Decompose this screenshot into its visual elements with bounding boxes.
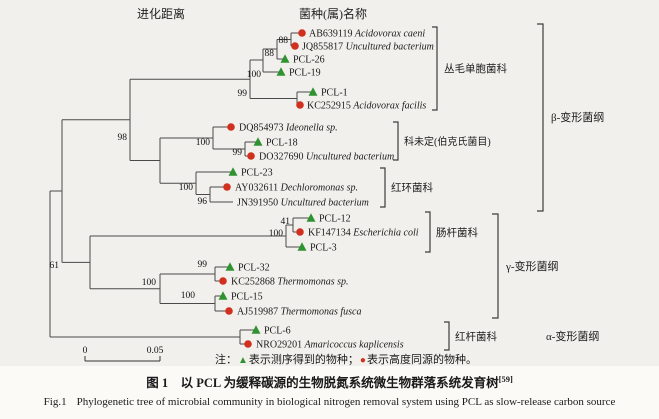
- leaf-label: PCL-26: [293, 55, 325, 66]
- leaf-marker-circle-icon: [223, 183, 231, 191]
- support-value: 88: [265, 49, 275, 59]
- leaf-marker-circle-icon: [219, 277, 227, 285]
- leaf-label: PCL-18: [266, 138, 298, 149]
- leaf-marker-triangle-icon: [276, 67, 286, 76]
- leaf-label: JN391950 Uncultured bacterium: [237, 198, 369, 209]
- family-label-rhodocyclaceae: 红环菌科: [391, 181, 433, 194]
- leaf-label: PCL-23: [241, 168, 273, 179]
- leaf-marker-triangle-icon: [297, 242, 307, 251]
- support-value: 100: [196, 138, 211, 148]
- support-value: 100: [142, 278, 157, 288]
- leaf-marker-triangle-icon: [225, 262, 235, 271]
- leaf-marker-triangle-icon: [251, 325, 261, 334]
- leaf-marker-triangle-icon: [218, 291, 228, 300]
- leaf-label: DQ854973 Ideonella sp.: [239, 123, 338, 134]
- caption-zh-reference: [59]: [498, 373, 513, 384]
- leaf-label: PCL-32: [238, 263, 270, 274]
- support-value: 100: [181, 291, 196, 301]
- circle-marker-icon: ●: [359, 355, 366, 366]
- support-value: 99: [238, 89, 248, 99]
- leaf-label: JQ855817 Uncultured bacterium: [302, 42, 434, 53]
- leaf-label: AB639119 Acidovorax caeni: [309, 29, 425, 40]
- leaf-marker-circle-icon: [225, 307, 233, 315]
- legend-circle-text: 表示高度同源的物种。: [366, 354, 477, 366]
- family-label-unclassified-burkholderiales: 科未定(伯克氏菌目): [404, 135, 491, 148]
- leaf-label: KC252915 Acidovorax facilis: [307, 101, 426, 112]
- leaf-label: PCL-1: [321, 88, 348, 99]
- caption-en-text: Phylogenetic tree of microbial community…: [76, 396, 616, 408]
- leaf-marker-circle-icon: [244, 340, 252, 348]
- figure-caption-chinese: 图 1 以 PCL 为缓释碳源的生物脱氮系统微生物群落系统发育树[59]: [0, 372, 659, 391]
- family-label-enterobacteriaceae: 肠杆菌科: [436, 226, 478, 239]
- scalebar-label-zero: 0: [83, 346, 88, 356]
- legend-triangle-text: 表示测序得到的物种；: [248, 354, 359, 366]
- group-bracket: [393, 121, 399, 161]
- tree-legend: 注：▲表示测序得到的物种；●表示高度同源的物种。: [215, 351, 477, 367]
- triangle-marker-icon: ▲: [238, 355, 248, 366]
- leaf-label: KF147134 Escherichia coli: [308, 228, 419, 239]
- support-value: 41: [281, 217, 291, 227]
- column-header-evolutionary-distance: 进化距离: [137, 7, 186, 21]
- support-value: 88: [279, 36, 289, 46]
- group-bracket: [425, 211, 431, 253]
- caption-area: 图 1 以 PCL 为缓释碳源的生物脱氮系统微生物群落系统发育树[59] Fig…: [0, 366, 659, 419]
- leaf-marker-circle-icon: [298, 29, 306, 37]
- leaf-marker-triangle-icon: [308, 87, 318, 96]
- leaf-marker-circle-icon: [227, 123, 235, 131]
- support-value: 99: [198, 260, 208, 270]
- column-header-species-name: 菌种(属)名称: [299, 7, 367, 21]
- support-value: 100: [247, 70, 262, 80]
- class-label-alphaproteobacteria: α-变形菌纲: [546, 329, 599, 343]
- leaf-label: PCL-12: [319, 214, 351, 225]
- support-value: 98: [118, 133, 128, 143]
- class-label-betaproteobacteria: β-变形菌纲: [551, 110, 604, 124]
- leaf-label: AJ519987 Thermomonas fusca: [237, 307, 361, 318]
- leaf-label: NRO29201 Amaricoccus kaplicensis: [256, 340, 404, 351]
- support-value: 61: [50, 261, 60, 271]
- caption-en-label: Fig.1: [43, 396, 67, 408]
- leaf-marker-triangle-icon: [253, 137, 263, 146]
- leaf-label: KC252868 Thermomonas sp.: [231, 277, 349, 288]
- family-label-comamonadaceae: 丛毛单胞菌科: [444, 62, 507, 75]
- leaf-marker-triangle-icon: [306, 213, 316, 222]
- group-bracket: [444, 321, 450, 351]
- leaf-marker-circle-icon: [296, 101, 304, 109]
- leaf-marker-triangle-icon: [228, 167, 238, 176]
- legend-note-label: 注：: [215, 354, 237, 366]
- figure-caption-english: Fig.1 Phylogenetic tree of microbial comm…: [0, 396, 659, 408]
- family-label-rhodobacteraceae: 红杆菌科: [455, 330, 497, 343]
- group-bracket: [492, 213, 499, 319]
- support-value: 99: [233, 148, 243, 158]
- leaf-label: PCL-15: [231, 292, 263, 303]
- leaf-label: AY032611 Dechloromonas sp.: [235, 183, 358, 194]
- leaf-marker-circle-icon: [296, 228, 304, 236]
- class-label-gammaproteobacteria: γ-变形菌纲: [505, 259, 559, 273]
- caption-zh-text: 图 1 以 PCL 为缓释碳源的生物脱氮系统微生物群落系统发育树: [146, 376, 499, 390]
- leaf-marker-circle-icon: [247, 152, 255, 160]
- leaf-label: PCL-19: [289, 68, 321, 79]
- support-value: 96: [198, 197, 208, 207]
- leaf-label: PCL-6: [264, 326, 291, 337]
- support-value: 100: [179, 183, 194, 193]
- leaf-label: PCL-3: [310, 243, 337, 254]
- leaf-label: DO327690 Uncultured bacterium: [259, 152, 394, 163]
- scalebar-label-max: 0.05: [147, 346, 164, 356]
- group-bracket: [537, 23, 544, 212]
- group-bracket: [432, 26, 438, 111]
- support-value: 100: [269, 229, 284, 239]
- leaf-marker-triangle-icon: [280, 54, 290, 63]
- group-bracket: [380, 167, 386, 208]
- leaf-marker-circle-icon: [291, 42, 299, 50]
